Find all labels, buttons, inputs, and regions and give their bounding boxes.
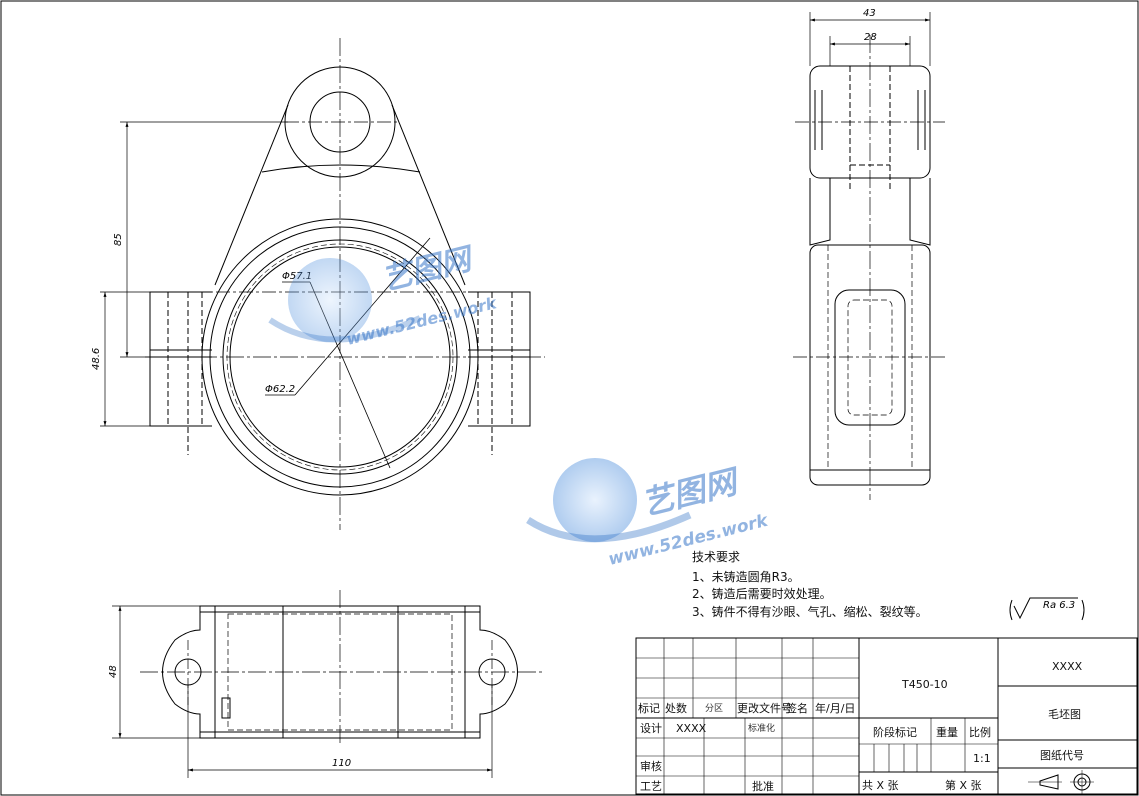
front-view [145,38,545,530]
scale-value: 1:1 [973,752,991,765]
review-label: 审核 [640,759,662,773]
dim-48: 48 [108,665,119,678]
dim-110: 110 [332,758,351,769]
drawing-number: T450-10 [901,678,948,691]
weight-label: 重量 [936,725,958,739]
tech-requirement-2: 2、铸造后需要时效处理。 [692,586,832,601]
rev-header-date: 年/月/日 [815,701,855,715]
title-block [635,637,1138,795]
rev-header-zone: 分区 [705,703,723,714]
drawing-code-label: 图纸代号 [1040,749,1084,762]
drawing-name: 毛坯图 [1048,708,1081,721]
tech-requirement-3: 3、铸件不得有沙眼、气孔、缩松、裂纹等。 [692,604,928,619]
tech-requirements-title: 技术要求 [692,550,740,564]
dim-43: 43 [863,8,876,19]
watermark-brand-2: 艺图网 [638,461,745,522]
watermark-brand-1: 艺图网 [378,241,478,298]
rev-header-doc: 更改文件号 [737,701,792,715]
dim-dia-62-2: Φ62.2 [265,384,295,395]
rev-header-mark: 标记 [638,701,660,715]
process-label: 工艺 [640,780,662,793]
sheets-total: 共 X 张 [862,779,899,792]
dim-85: 85 [113,233,124,246]
stage-label: 阶段标记 [873,725,917,739]
design-label: 设计 [640,722,662,735]
sheet-number: 第 X 张 [945,778,982,792]
bottom-dimensions [112,605,493,778]
side-dimensions [809,12,931,66]
tech-requirement-1: 1、未铸造圆角R3。 [692,569,800,584]
dim-28: 28 [864,32,877,43]
bottom-view [140,590,545,745]
approve-label: 批准 [752,779,774,793]
standardize-label: 标准化 [748,722,775,734]
scale-label: 比例 [969,725,991,739]
roughness-symbol [1009,597,1085,621]
side-view [793,35,948,500]
watermark-1: 艺图网 www.52des.work [268,241,500,349]
rev-header-sign: 签名 [786,701,808,715]
dim-48-6: 48.6 [91,348,102,370]
roughness-value: Ra 6.3 [1043,600,1075,611]
company-name: XXXX [1052,660,1083,673]
front-dimensions [100,121,288,427]
rev-header-count: 处数 [665,702,687,715]
design-value: XXXX [676,722,707,735]
